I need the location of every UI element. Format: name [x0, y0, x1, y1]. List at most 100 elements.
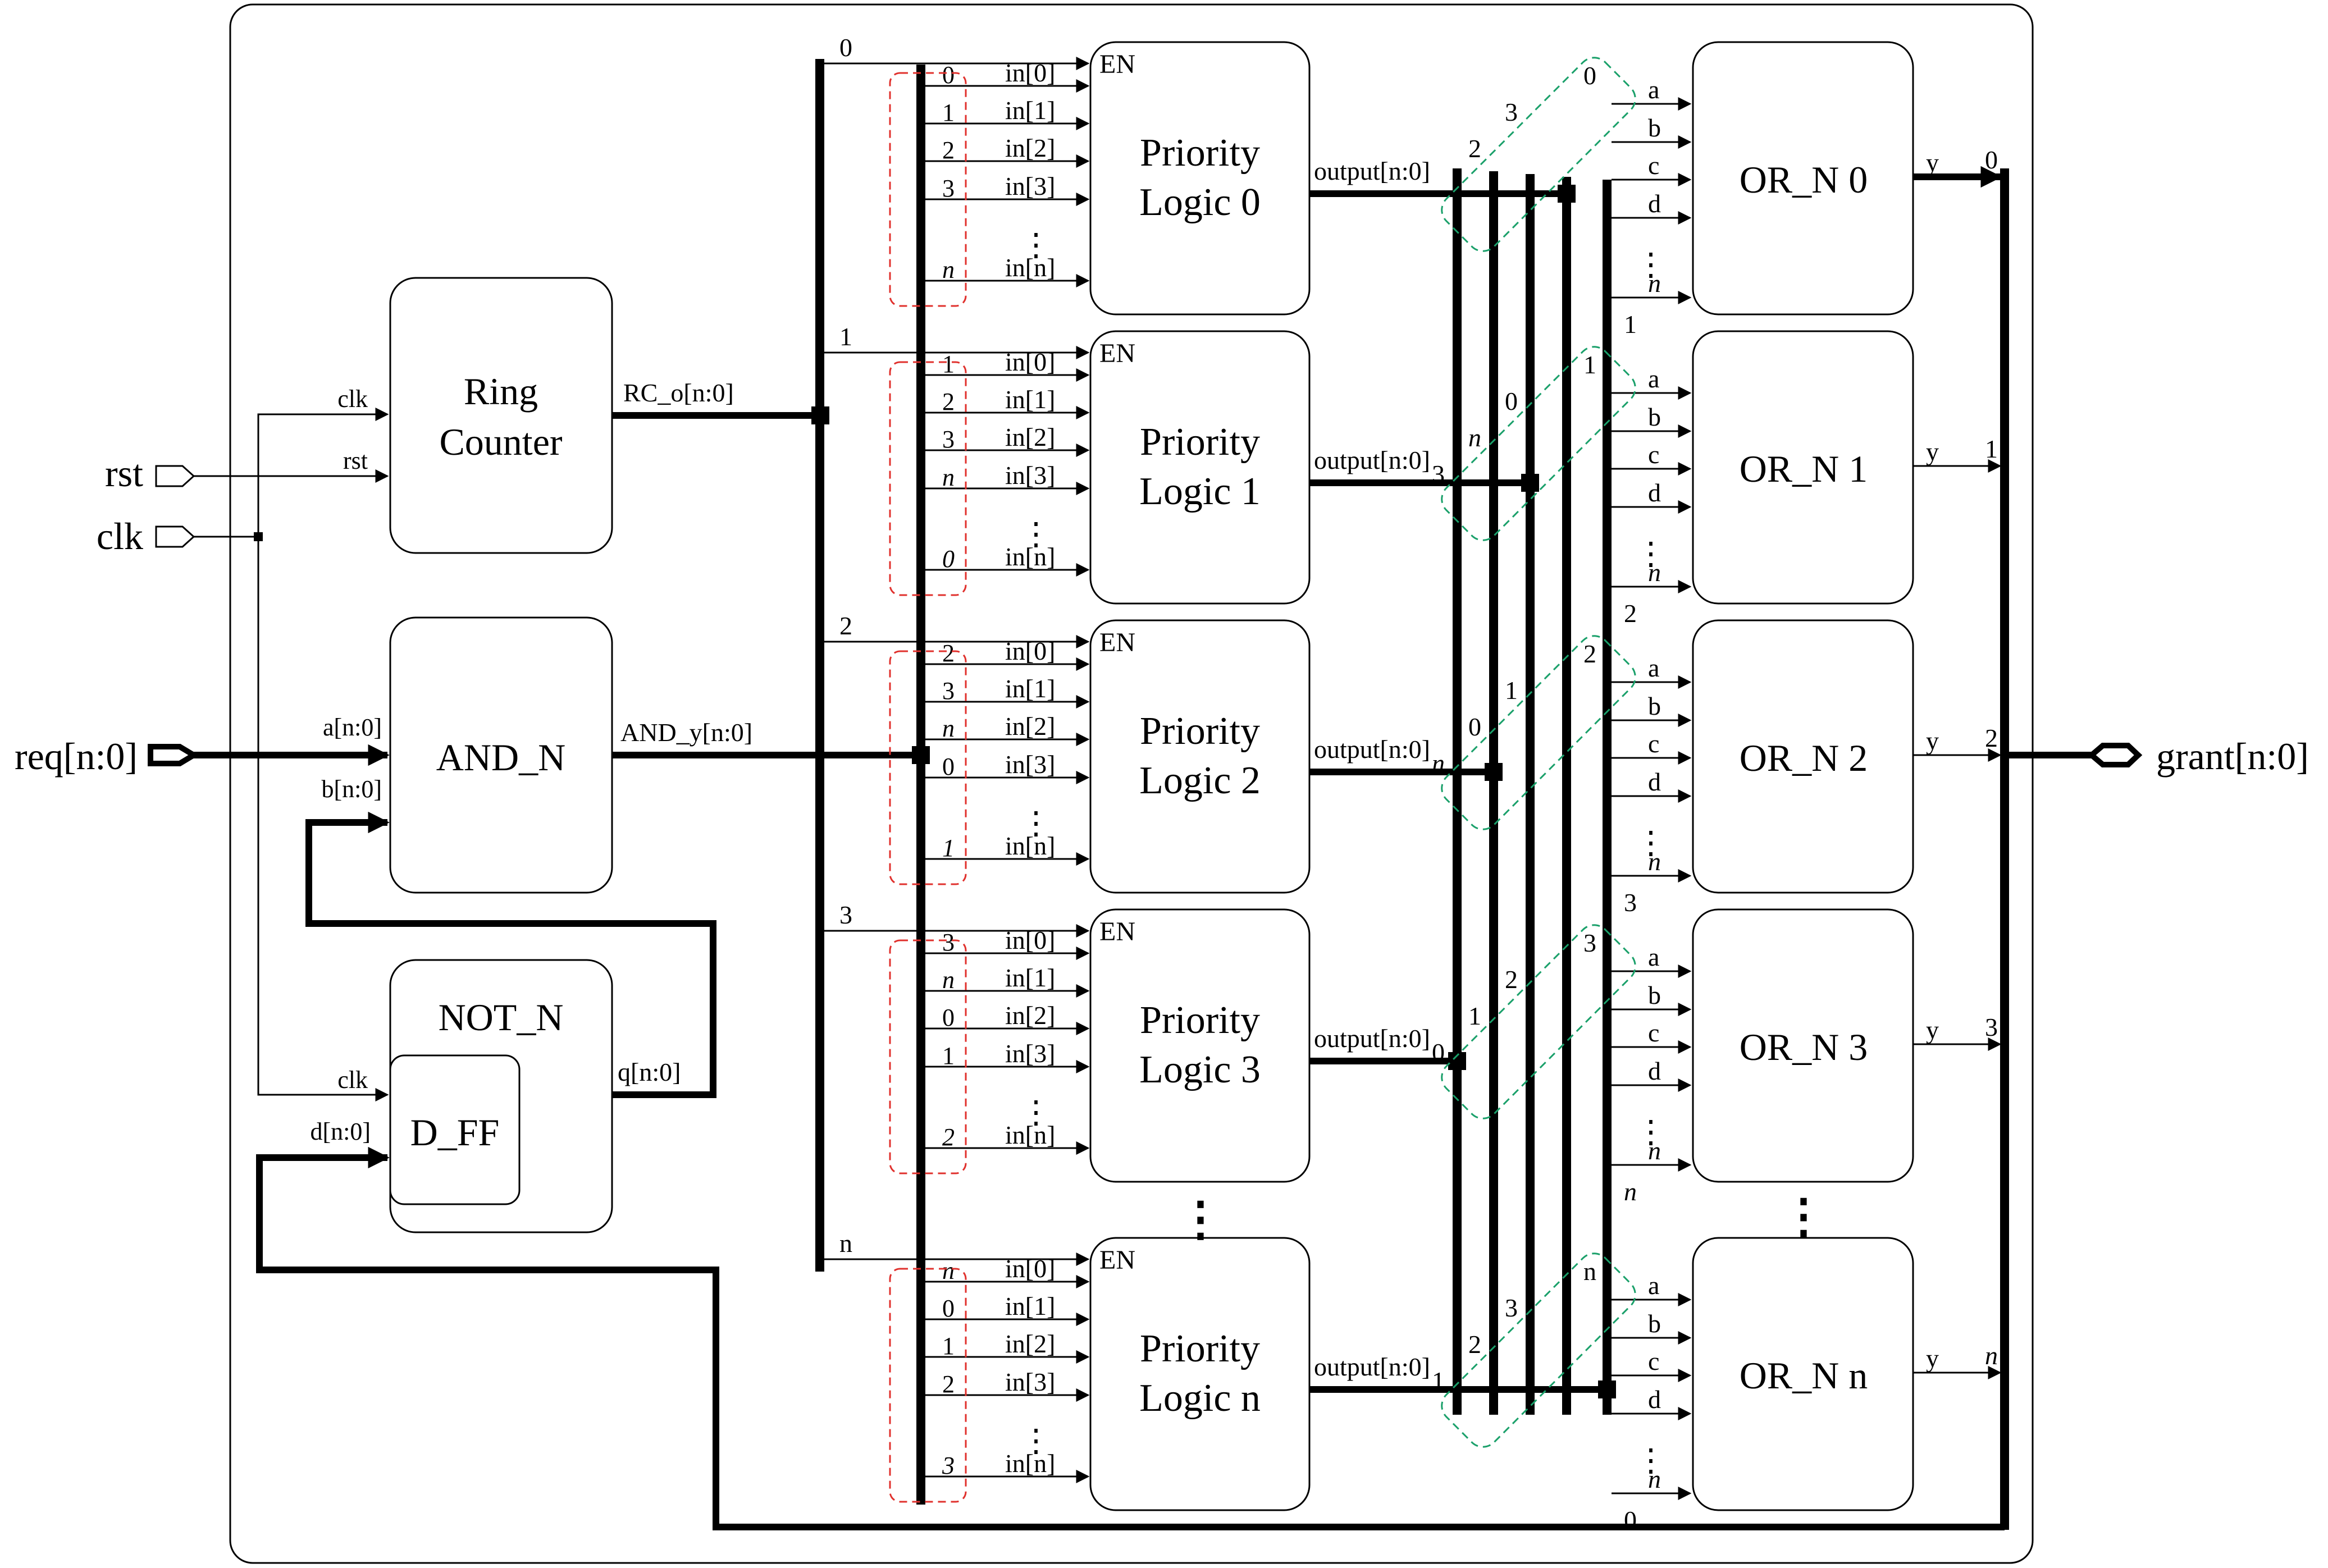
or-input-label: a — [1648, 653, 1659, 682]
clk-port: clk — [97, 515, 195, 557]
pl-bit-index: 3 — [942, 929, 955, 956]
pl-input-label: in[1] — [1005, 674, 1055, 703]
pl-input-label: in[n] — [1005, 253, 1055, 282]
pl-input-label: in[n] — [1005, 831, 1055, 860]
or-bit-index: 2 — [1468, 1330, 1481, 1359]
or-bit-index: 2 — [1505, 965, 1518, 994]
pl-input-label: in[3] — [1005, 172, 1055, 200]
or-bottom-index: 3 — [1624, 888, 1637, 917]
pl-en-label: EN — [1099, 339, 1135, 368]
or-input-label: d — [1648, 1057, 1661, 1085]
pl-bit-index: 2 — [942, 136, 955, 164]
pl-column-ellipsis: ⋮ — [1177, 1194, 1224, 1246]
pl-bit-group-marker — [889, 939, 967, 1174]
or-bit-index: 2 — [1468, 134, 1481, 163]
pl-bit-group-marker — [889, 72, 967, 307]
pl-rc-tap: 0 — [839, 33, 852, 62]
pl-input-label: in[1] — [1005, 385, 1055, 414]
or-output-index: 0 — [1985, 145, 1998, 174]
system-frame — [229, 3, 2034, 1564]
pl-bit-index: n — [942, 256, 955, 284]
or-bottom-index: 2 — [1624, 599, 1637, 628]
pl-input-ellipsis: ⋮ — [1020, 228, 1052, 263]
or-bit-top: 2 — [1583, 639, 1596, 668]
not-n-d-pin: d[n:0] — [310, 1118, 371, 1145]
or-bit-group-marker — [1441, 924, 1636, 1119]
pl-bit-index: n — [942, 715, 955, 742]
pl-title-2: Logic 0 — [1139, 181, 1261, 224]
pl-input-label: in[n] — [1005, 542, 1055, 571]
or-output-label: y — [1926, 437, 1939, 466]
pl-bit-index: 0 — [942, 1295, 955, 1322]
pl-bit-index: n — [942, 464, 955, 491]
pl-input-label: in[2] — [1005, 712, 1055, 740]
and-n-title: AND_N — [436, 736, 565, 779]
not-n-clk-pin: clk — [337, 1066, 368, 1094]
pl-input-label: in[2] — [1005, 423, 1055, 451]
pl-bit-index: 0 — [942, 753, 955, 780]
or-bit-top: n — [1583, 1257, 1596, 1286]
or-input-ellipsis: ⋮ — [1635, 826, 1667, 861]
pl-bit-index: 3 — [942, 426, 955, 453]
pl-input-label: in[1] — [1005, 963, 1055, 992]
pl-input-label: in[2] — [1005, 1329, 1055, 1358]
or-bit-index: 0 — [1505, 387, 1518, 415]
or-bit-group-marker — [1441, 635, 1636, 830]
pl-bit-index: 2 — [942, 1370, 955, 1398]
pl-input-label: in[0] — [1005, 637, 1055, 665]
or-input-label: n — [1648, 1465, 1661, 1493]
pl-input-label: in[3] — [1005, 1039, 1055, 1068]
pl-output-label: output[n:0] — [1314, 1024, 1430, 1053]
pl-bit-index: 0 — [942, 1004, 955, 1031]
or-input-label: b — [1648, 1309, 1661, 1338]
pl-title-2: Logic 2 — [1139, 759, 1261, 802]
or-title: OR_N 1 — [1740, 447, 1868, 490]
and-n-b-pin: b[n:0] — [321, 775, 382, 803]
or-output-label: y — [1926, 148, 1939, 177]
pl-input-ellipsis: ⋮ — [1020, 806, 1052, 841]
or-title: OR_N 0 — [1740, 158, 1868, 201]
or-input-label: d — [1648, 767, 1661, 796]
or-input-label: c — [1648, 729, 1659, 758]
pl-output-label: output[n:0] — [1314, 735, 1430, 764]
or-bit-index: 3 — [1432, 460, 1445, 488]
or-input-label: b — [1648, 113, 1661, 142]
or-bit-top: 1 — [1583, 350, 1596, 379]
pl-bit-group-marker — [889, 650, 967, 885]
or-bit-index: 0 — [1468, 712, 1481, 741]
or-bit-group-marker — [1441, 57, 1636, 252]
pl-title-1: Priority — [1140, 131, 1260, 175]
pl-input-label: in[3] — [1005, 461, 1055, 490]
or-bit-index: n — [1432, 749, 1445, 778]
or-bottom-index: 1 — [1624, 310, 1637, 339]
pl-rc-tap: 3 — [839, 900, 852, 929]
pl-output-label: output[n:0] — [1314, 446, 1430, 474]
pl-title-2: Logic 1 — [1139, 470, 1261, 513]
d-ff-block — [389, 1054, 521, 1205]
or-input-label: a — [1648, 364, 1659, 393]
or-input-label: d — [1648, 189, 1661, 218]
or-input-label: a — [1648, 943, 1659, 971]
or-bit-top: 3 — [1583, 929, 1596, 957]
or-input-ellipsis: ⋮ — [1635, 1115, 1667, 1150]
pl-rc-tap: n — [839, 1229, 852, 1258]
or-bottom-index: n — [1624, 1177, 1637, 1206]
pl-title-1: Priority — [1140, 1327, 1260, 1370]
pl-bit-group-marker — [889, 361, 967, 596]
or-bit-index: 1 — [1468, 1002, 1481, 1030]
not-n-q-label: q[n:0] — [618, 1058, 681, 1086]
pl-bit-index: 1 — [942, 1042, 955, 1069]
or-input-label: b — [1648, 981, 1661, 1009]
grant-port-label: grant[n:0] — [2156, 735, 2309, 778]
pl-input-ellipsis: ⋮ — [1020, 1424, 1052, 1459]
or-bit-index: 3 — [1505, 1293, 1518, 1322]
or-input-label: b — [1648, 692, 1661, 720]
ring-counter-title-1: Ring — [464, 370, 538, 413]
